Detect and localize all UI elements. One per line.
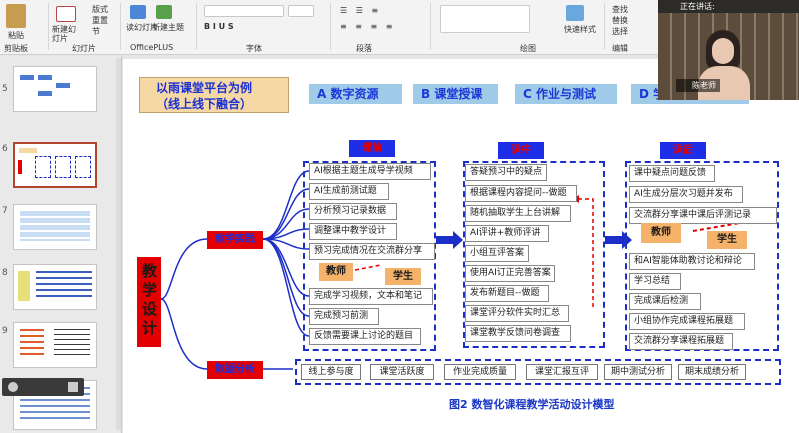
font-name-box[interactable]	[204, 5, 284, 17]
list-icon[interactable]: ☰ ☰ ≡	[340, 6, 382, 15]
thumb-number: 7	[2, 206, 8, 216]
post-class-box	[625, 161, 779, 351]
slide-title: 以雨课堂平台为例 （线上线下融合）	[139, 77, 289, 113]
in-class-item: 课堂评分软件实时汇总	[465, 305, 569, 322]
metric-item: 期末成绩分析	[678, 364, 746, 380]
video-control-bar[interactable]	[2, 378, 84, 396]
pre-teacher-item: 调整课中教学设计	[309, 223, 397, 240]
pre-teacher-item: AI生成前测试题	[309, 183, 389, 200]
in-class-item: 使用AI订正完善答案	[465, 265, 555, 282]
in-class-box	[463, 161, 605, 348]
slide-thumbnail[interactable]	[13, 322, 97, 368]
column-header-a: A 数字资源	[309, 84, 402, 104]
in-class-item: AI评讲+教师评讲	[465, 225, 549, 242]
quick-styles-icon[interactable]	[566, 5, 584, 21]
clipboard-group-label: 剪贴板	[4, 44, 28, 53]
metric-item: 作业完成质量	[444, 364, 516, 380]
in-class-item: 根据课程内容提问--做题	[465, 185, 577, 202]
slides-group-label: 幻灯片	[72, 44, 96, 53]
student-badge-post: 学生	[707, 231, 747, 249]
phase-pre-label: 课前	[349, 140, 395, 157]
reset-button[interactable]: 重置	[92, 16, 108, 25]
pre-class-box	[303, 161, 436, 351]
pre-teacher-item: 分析预习记录数据	[309, 203, 397, 220]
post-student-item: 小组协作完成课程拓展题	[629, 313, 745, 330]
editing-group-label: 编辑	[612, 44, 628, 53]
thumb-number: 8	[2, 268, 8, 278]
replace-button[interactable]: 替换	[612, 16, 628, 25]
reading-view-icon[interactable]	[130, 5, 146, 19]
bold-icon[interactable]: B I U S	[204, 22, 234, 31]
post-student-item: 学习总结	[629, 273, 681, 290]
metric-item: 线上参与度	[301, 364, 361, 380]
phase-in-label: 课中	[498, 142, 544, 159]
metric-item: 期中测试分析	[604, 364, 672, 380]
find-button[interactable]: 查找	[612, 5, 628, 14]
paste-icon[interactable]	[6, 4, 26, 28]
new-theme-icon[interactable]	[156, 5, 172, 19]
speaker-name: 陈老师	[676, 79, 720, 92]
slide-thumbnail[interactable]	[13, 66, 97, 112]
slide-canvas: 以雨课堂平台为例 （线上线下融合） A 数字资源 B 课堂授课 C 作业与测试 …	[123, 59, 799, 433]
new-theme-button[interactable]: 新建主题	[152, 23, 184, 32]
post-teacher-item: 交流群分享课中课后评测记录	[629, 207, 777, 224]
webcam-overlay[interactable]: 正在讲话: 陈老师	[658, 0, 799, 100]
select-button[interactable]: 选择	[612, 27, 628, 36]
figure-caption: 图2 数智化课程教学活动设计模型	[449, 398, 615, 411]
new-slide-button[interactable]: 新建幻灯片	[52, 25, 76, 43]
slide-thumbnail-pane: 5 6 7 8 9	[0, 56, 122, 433]
teaching-design-label: 教学设计	[137, 257, 161, 347]
pre-student-item: 完成预习前测	[309, 308, 379, 325]
speaker-status: 正在讲话:	[658, 0, 799, 13]
post-teacher-item: 课中疑点问题反馈	[629, 165, 715, 182]
thumb-number: 9	[2, 326, 8, 336]
thumb-number: 5	[2, 84, 8, 94]
drawing-group-label: 绘图	[520, 44, 536, 53]
pre-teacher-item: 预习完成情况在交流群分享	[309, 243, 435, 260]
metrics-box	[295, 359, 781, 385]
post-student-item: 完成课后检测	[629, 293, 701, 310]
pre-teacher-item: AI根据主题生成导学视频	[309, 163, 431, 180]
paste-button[interactable]: 粘贴	[8, 31, 24, 40]
thumbnail-scrollbar[interactable]	[116, 58, 121, 430]
in-class-item: 发布新题目--做题	[465, 285, 549, 302]
slide-thumbnail-active[interactable]	[13, 142, 97, 188]
slide-thumbnail[interactable]	[13, 204, 97, 250]
teacher-badge-post: 教师	[641, 223, 681, 243]
paragraph-group-label: 段落	[356, 44, 372, 53]
pre-student-item: 完成学习视频，文本和笔记	[309, 288, 433, 305]
title-text: 以雨课堂平台为例 （线上线下融合）	[156, 81, 253, 111]
quick-styles-button[interactable]: 快速样式	[564, 25, 596, 34]
metric-item: 课堂汇报互评	[526, 364, 598, 380]
metric-item: 课堂活跃度	[370, 364, 434, 380]
post-teacher-item: AI生成分层次习题并发布	[629, 186, 743, 203]
slide-thumbnail[interactable]	[13, 264, 97, 310]
in-class-item: 课堂教学反馈问卷调查	[465, 325, 571, 342]
new-slide-icon[interactable]	[56, 6, 76, 22]
column-header-b: B 课堂授课	[413, 84, 498, 104]
section-button[interactable]: 节	[92, 27, 100, 36]
reading-view-button[interactable]: 读幻灯片	[126, 23, 158, 32]
layout-button[interactable]: 版式	[92, 5, 108, 14]
post-student-item: 交流群分享课程拓展题	[629, 333, 733, 350]
officeplus-group-label: OfficePLUS	[130, 43, 174, 52]
font-group-label: 字体	[246, 44, 262, 53]
student-badge: 学生	[385, 268, 421, 285]
data-analysis-label: 数据分析	[207, 361, 263, 379]
column-header-c: C 作业与测试	[515, 84, 617, 104]
teacher-badge: 教师	[319, 263, 353, 281]
in-class-item: 答疑预习中的疑点	[465, 164, 547, 181]
font-size-box[interactable]	[288, 5, 314, 17]
post-student-item: 和AI智能体助教讨论和辩论	[629, 253, 755, 270]
thumb-number: 6	[2, 144, 8, 154]
in-class-item: 小组互评答案	[465, 245, 529, 262]
in-class-item: 随机抽取学生上台讲解	[465, 205, 571, 222]
align-icon[interactable]: ≡ ≡ ≡ ≡	[340, 22, 396, 31]
phase-post-label: 课后	[660, 142, 706, 159]
pre-student-item: 反馈需要课上讨论的题目	[309, 328, 421, 345]
teaching-practice-label: 教学实践	[207, 231, 263, 249]
shapes-gallery[interactable]	[440, 5, 530, 33]
